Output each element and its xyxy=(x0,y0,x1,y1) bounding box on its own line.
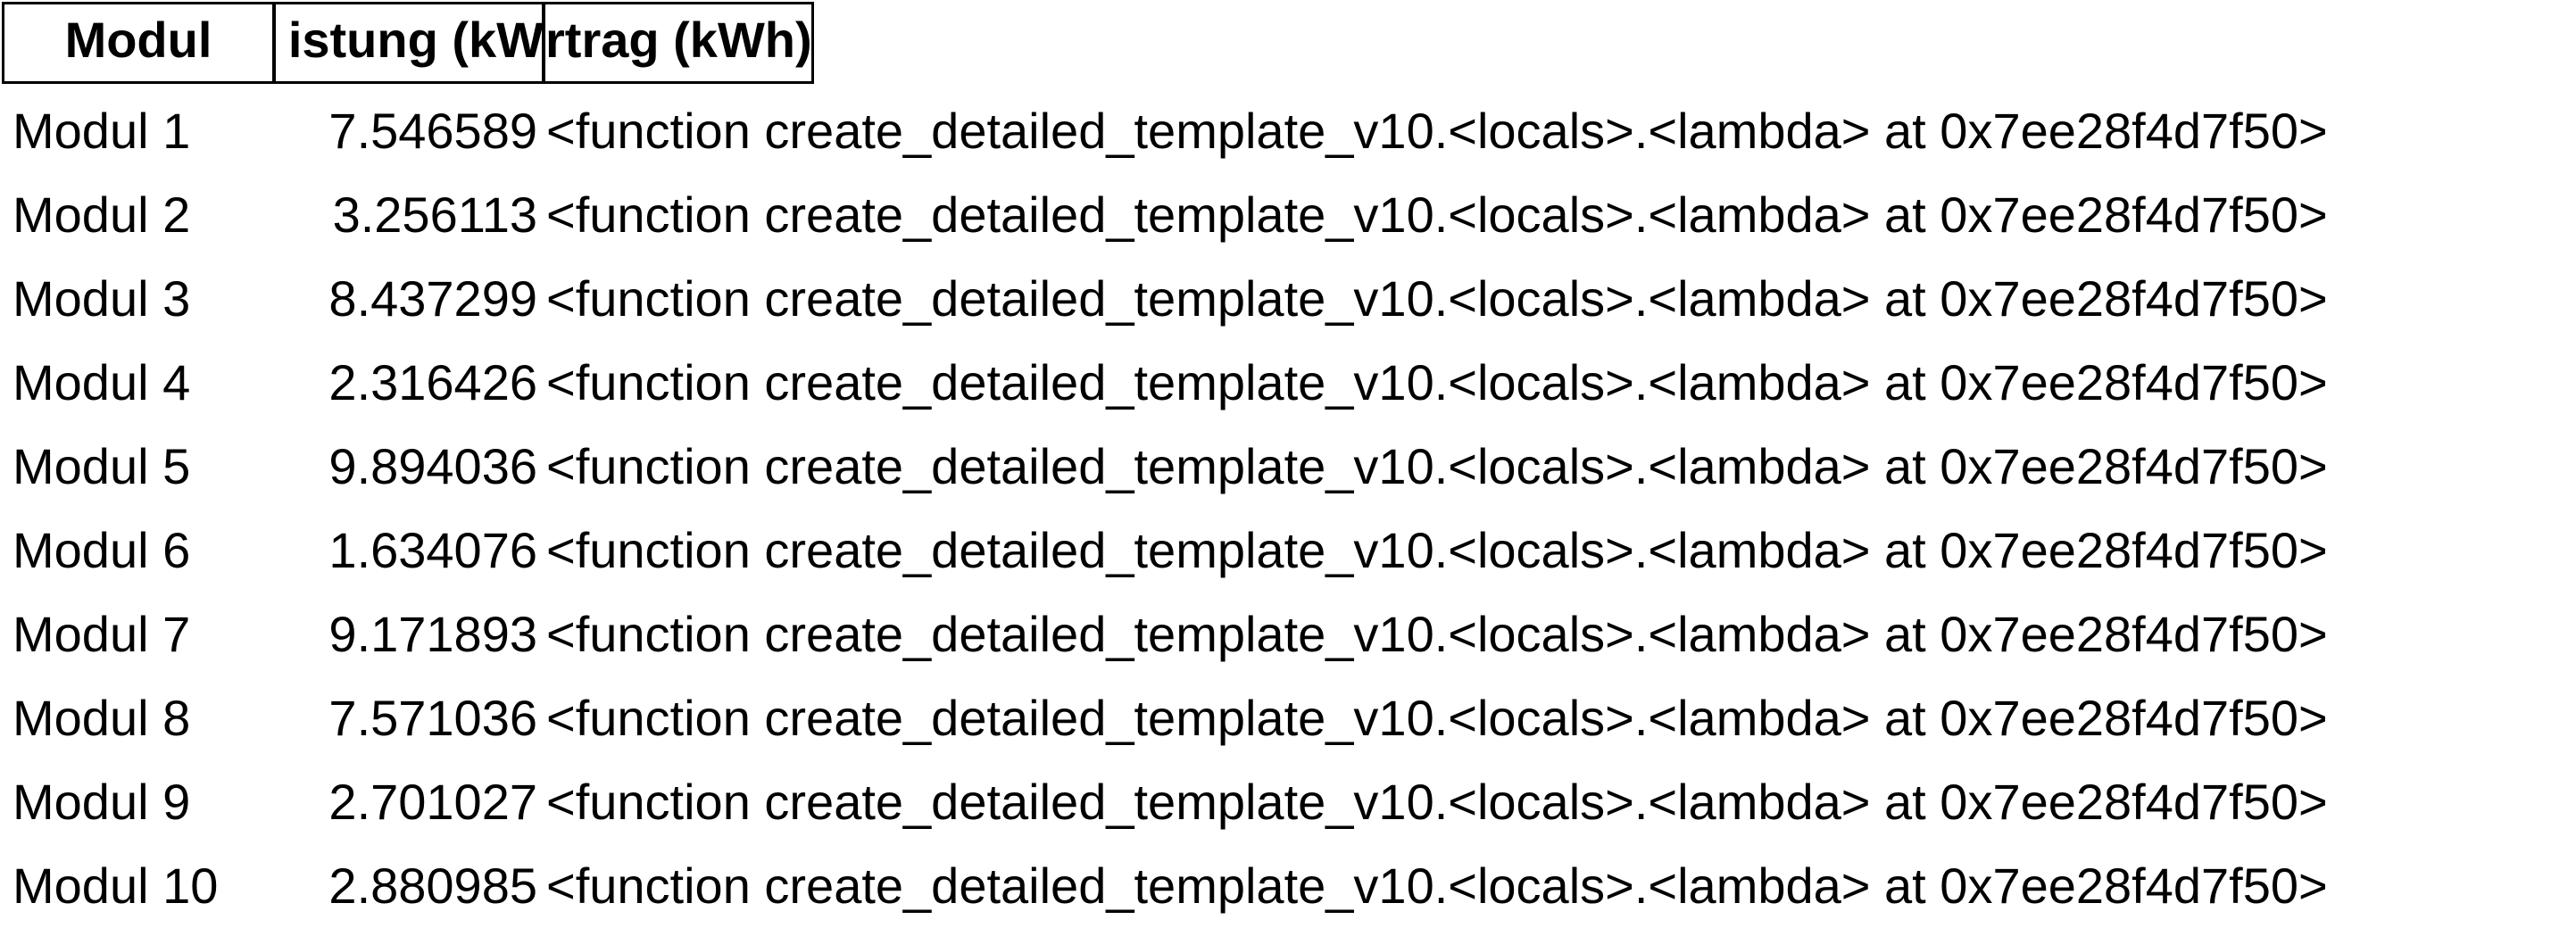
header-cell-ertrag[interactable]: rtrag (kWh) xyxy=(543,2,814,84)
cell-leistung[interactable]: 2.880985 xyxy=(328,858,537,914)
table-header-row: Modul istung (kW rtrag (kWh) xyxy=(0,0,2576,87)
cell-modul[interactable]: Modul 6 xyxy=(12,522,191,578)
cell-ertrag[interactable]: <function create_detailed_template_v10.<… xyxy=(546,103,2328,159)
cell-leistung[interactable]: 8.437299 xyxy=(328,270,537,327)
cell-leistung[interactable]: 2.701027 xyxy=(328,774,537,830)
header-label-modul: Modul xyxy=(64,12,212,68)
table-body: Modul 1 7.546589 <function create_detail… xyxy=(0,89,2576,928)
header-cell-modul[interactable]: Modul xyxy=(2,2,275,84)
cell-leistung[interactable]: 1.634076 xyxy=(328,522,537,578)
table-row: Modul 10 2.880985 <function create_detai… xyxy=(0,844,2576,928)
cell-modul[interactable]: Modul 10 xyxy=(12,858,219,914)
table-row: Modul 1 7.546589 <function create_detail… xyxy=(0,89,2576,173)
cell-modul[interactable]: Modul 2 xyxy=(12,186,191,243)
cell-modul[interactable]: Modul 9 xyxy=(12,774,191,830)
header-label-ertrag: rtrag (kWh) xyxy=(545,12,812,68)
cell-modul[interactable]: Modul 4 xyxy=(12,354,191,410)
header-cell-leistung[interactable]: istung (kW xyxy=(273,2,544,84)
table-row: Modul 2 3.256113 <function create_detail… xyxy=(0,173,2576,257)
cell-leistung[interactable]: 9.171893 xyxy=(328,606,537,662)
cell-ertrag[interactable]: <function create_detailed_template_v10.<… xyxy=(546,522,2328,578)
cell-modul[interactable]: Modul 5 xyxy=(12,438,191,494)
header-label-leistung: istung (kW xyxy=(287,12,544,68)
cell-modul[interactable]: Modul 1 xyxy=(12,103,191,159)
cell-modul[interactable]: Modul 8 xyxy=(12,690,191,746)
table-row: Modul 7 9.171893 <function create_detail… xyxy=(0,592,2576,676)
cell-leistung[interactable]: 3.256113 xyxy=(332,186,537,243)
cell-ertrag[interactable]: <function create_detailed_template_v10.<… xyxy=(546,186,2328,243)
table-row: Modul 9 2.701027 <function create_detail… xyxy=(0,760,2576,844)
cell-ertrag[interactable]: <function create_detailed_template_v10.<… xyxy=(546,690,2328,746)
cell-ertrag[interactable]: <function create_detailed_template_v10.<… xyxy=(546,858,2328,914)
table-row: Modul 8 7.571036 <function create_detail… xyxy=(0,676,2576,760)
cell-ertrag[interactable]: <function create_detailed_template_v10.<… xyxy=(546,270,2328,327)
cell-ertrag[interactable]: <function create_detailed_template_v10.<… xyxy=(546,774,2328,830)
cell-ertrag[interactable]: <function create_detailed_template_v10.<… xyxy=(546,606,2328,662)
cell-modul[interactable]: Modul 3 xyxy=(12,270,191,327)
cell-leistung[interactable]: 9.894036 xyxy=(328,438,537,494)
cell-ertrag[interactable]: <function create_detailed_template_v10.<… xyxy=(546,354,2328,410)
table-row: Modul 5 9.894036 <function create_detail… xyxy=(0,425,2576,509)
cell-modul[interactable]: Modul 7 xyxy=(12,606,191,662)
table-row: Modul 3 8.437299 <function create_detail… xyxy=(0,257,2576,341)
table-row: Modul 6 1.634076 <function create_detail… xyxy=(0,509,2576,592)
table-row: Modul 4 2.316426 <function create_detail… xyxy=(0,341,2576,425)
cell-ertrag[interactable]: <function create_detailed_template_v10.<… xyxy=(546,438,2328,494)
cell-leistung[interactable]: 2.316426 xyxy=(328,354,537,410)
cell-leistung[interactable]: 7.571036 xyxy=(328,690,537,746)
cell-leistung[interactable]: 7.546589 xyxy=(328,103,537,159)
